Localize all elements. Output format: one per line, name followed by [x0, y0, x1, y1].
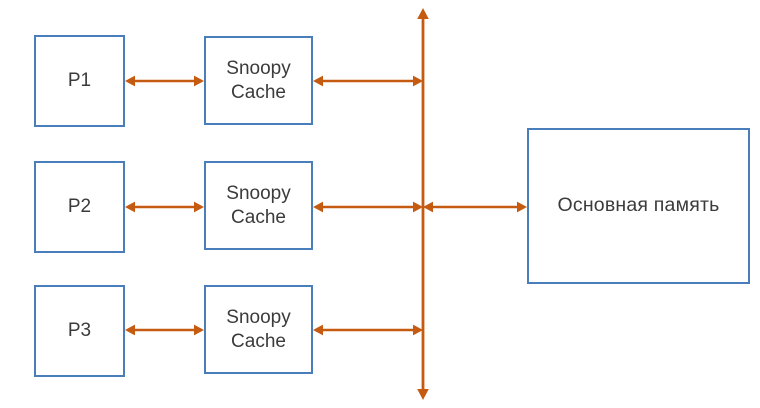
connector-bus-to-memory	[423, 197, 527, 217]
main-memory-label: Основная память	[557, 194, 720, 217]
main-memory-box[interactable]: Основная память	[527, 128, 750, 284]
cache-label-2: Snoopy Cache	[226, 183, 291, 228]
connector-cache2-to-bus	[313, 197, 423, 217]
cache-box-1[interactable]: Snoopy Cache	[204, 36, 313, 125]
processor-box-p3[interactable]: P3	[34, 285, 125, 377]
connector-cache3-to-bus	[313, 320, 423, 340]
cache-box-3[interactable]: Snoopy Cache	[204, 285, 313, 374]
cache-box-2[interactable]: Snoopy Cache	[204, 161, 313, 250]
cache-label-3: Snoopy Cache	[226, 307, 291, 352]
processor-label-p2: P2	[67, 196, 92, 218]
processor-label-p3: P3	[67, 320, 92, 342]
system-bus-line[interactable]	[411, 8, 435, 400]
processor-box-p1[interactable]: P1	[34, 35, 125, 127]
processor-label-p1: P1	[67, 70, 92, 92]
connector-p2-to-cache2	[125, 197, 204, 217]
connector-p3-to-cache3	[125, 320, 204, 340]
processor-box-p2[interactable]: P2	[34, 161, 125, 253]
connector-cache1-to-bus	[313, 71, 423, 91]
cache-label-1: Snoopy Cache	[226, 58, 291, 103]
connector-p1-to-cache1	[125, 71, 204, 91]
